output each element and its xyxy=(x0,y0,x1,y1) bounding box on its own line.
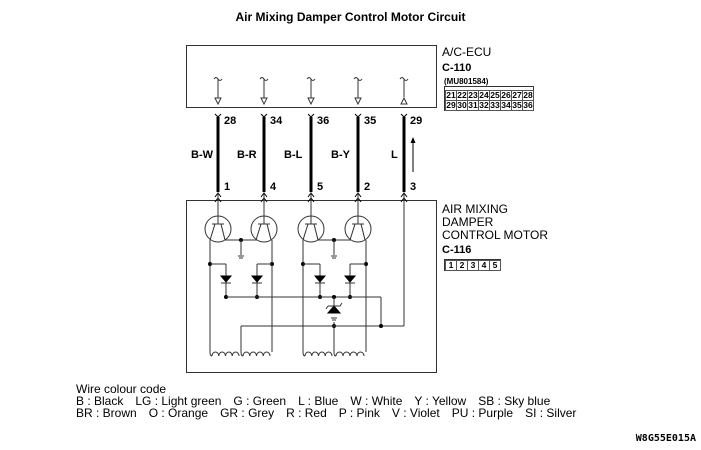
motor-pin-label: 2 xyxy=(364,181,371,193)
diode-icon xyxy=(313,275,327,283)
coil-icon xyxy=(240,351,271,357)
motor-pin-label: 3 xyxy=(410,181,417,193)
ecu-pin-36: 36 xyxy=(522,100,534,111)
ecu-pin-label: 34 xyxy=(270,115,283,127)
wire-b-w xyxy=(213,77,223,210)
motor-pin-label: 4 xyxy=(270,181,277,193)
ecu-connector-id: C-110 xyxy=(442,62,472,74)
wire-colour-label: B-W xyxy=(191,149,213,161)
ecu-pin-label: 28 xyxy=(224,115,237,127)
legend-entry: W : White xyxy=(350,394,403,408)
wire-b-l xyxy=(306,77,316,210)
wire-l xyxy=(399,77,409,210)
wire-colour-legend: Wire colour code B : Black LG : Light gre… xyxy=(76,383,588,419)
legend-entry: G : Green xyxy=(233,394,287,408)
wire-b-y xyxy=(353,77,363,210)
legend-entry: SB : Sky blue xyxy=(478,394,551,408)
motor-name-line3: CONTROL MOTOR xyxy=(442,228,549,242)
legend-entry: BR : Brown xyxy=(76,406,137,420)
legend-entry: LG : Light green xyxy=(135,394,222,408)
figure-code: W8G55E015A xyxy=(635,433,696,444)
motor-connector-id: C-116 xyxy=(442,244,472,256)
legend-entry: O : Orange xyxy=(148,406,209,420)
ecu-part-number: (MU801584) xyxy=(444,77,489,86)
ecu-pin-label: 35 xyxy=(364,115,377,127)
motor-pin-label: 1 xyxy=(224,181,231,193)
ecu-pin-label: 29 xyxy=(410,115,423,127)
coil-icon xyxy=(209,351,240,357)
zener-diode-icon xyxy=(326,305,342,314)
coil-icon xyxy=(333,351,365,357)
ecu-name: A/C-ECU xyxy=(442,45,492,59)
ground-icon xyxy=(238,255,244,259)
legend-heading: Wire colour code xyxy=(76,382,167,396)
wire-colour-label: B-L xyxy=(284,149,303,161)
legend-entry: L : Blue xyxy=(298,394,339,408)
wire-colour-label: B-Y xyxy=(331,149,350,161)
diagram-title: Air Mixing Damper Control Motor Circuit xyxy=(235,10,466,24)
legend-entry: Y : Yellow xyxy=(414,394,467,408)
diode-icon xyxy=(250,275,264,283)
transistor-icon xyxy=(250,210,278,243)
ecu-pin-label: 36 xyxy=(317,115,330,127)
diode-icon xyxy=(219,275,233,283)
wire-b-r xyxy=(259,77,269,210)
ecu-box xyxy=(186,45,437,108)
ground-icon xyxy=(331,317,337,321)
legend-entry: GR : Grey xyxy=(220,406,275,420)
diode-icon xyxy=(343,275,357,283)
motor-name-line1: AIR MIXING xyxy=(442,202,509,216)
motor-name-line2: DAMPER xyxy=(442,215,494,229)
legend-entry: B : Black xyxy=(76,394,124,408)
ground-icon xyxy=(331,255,337,259)
transistor-icon xyxy=(297,210,325,243)
motor-pin-label: 5 xyxy=(317,181,324,193)
wire-colour-label: B-R xyxy=(237,149,257,161)
legend-entry: V : Violet xyxy=(391,406,440,420)
legend-entry: SI : Silver xyxy=(525,406,577,420)
legend-entry: R : Red xyxy=(286,406,327,420)
transistor-icon xyxy=(204,210,232,243)
legend-entry: P : Pink xyxy=(338,406,380,420)
motor-pin-5: 5 xyxy=(489,260,501,271)
wire-colour-label: L xyxy=(391,149,398,161)
transistor-icon xyxy=(344,210,372,243)
coil-icon xyxy=(302,351,333,357)
motor-box xyxy=(186,200,437,373)
legend-entry: PU : Purple xyxy=(451,406,514,420)
